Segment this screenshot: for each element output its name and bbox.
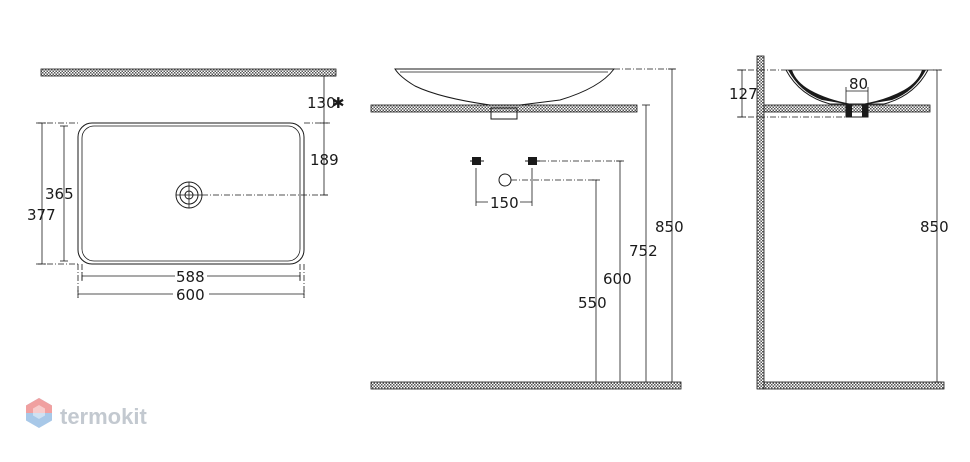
dim-marker: ✱ (332, 94, 345, 112)
floor-side (763, 381, 945, 390)
dim-floor-850-front: 850 (655, 218, 684, 236)
basin-outer-outline (77, 122, 305, 265)
basin-front-profile (394, 68, 615, 106)
dim-drain-diameter: 80 (849, 75, 868, 93)
basin-inner-outline (81, 125, 301, 262)
dim-inner-depth: 365 (45, 185, 74, 203)
plan-view: 130 ✱ 189 365 377 588 600 (27, 68, 345, 304)
dim-outer-width: 600 (176, 286, 205, 304)
wall-valve-right-icon (525, 157, 540, 165)
dim-drain-offset: 189 (310, 151, 339, 169)
dim-floor-550: 550 (578, 294, 607, 312)
wall-valve-left-icon (470, 157, 484, 165)
brand-logo: termokit (26, 398, 147, 429)
dim-top-gap: 130 (307, 94, 336, 112)
drain-pipe-front (490, 107, 518, 120)
wall-side (756, 55, 765, 390)
countertop-plan (40, 68, 337, 77)
dim-floor-850-side: 850 (920, 218, 949, 236)
dim-floor-600: 600 (603, 270, 632, 288)
dim-inner-width: 588 (176, 268, 205, 286)
dim-tap-spacing: 150 (490, 194, 519, 212)
drain-icon (175, 181, 203, 209)
side-view: 80 127 850 (729, 55, 949, 390)
hexagon-logo-icon (26, 398, 52, 428)
dim-floor-752: 752 (629, 242, 658, 260)
front-view: 150 550 600 752 850 (370, 68, 684, 390)
waste-outlet-icon (498, 173, 512, 187)
basin-side-section (788, 70, 926, 117)
dim-outer-depth: 377 (27, 206, 56, 224)
floor-front (370, 381, 682, 390)
brand-name: termokit (60, 404, 147, 429)
dim-bowl-height: 127 (729, 85, 758, 103)
